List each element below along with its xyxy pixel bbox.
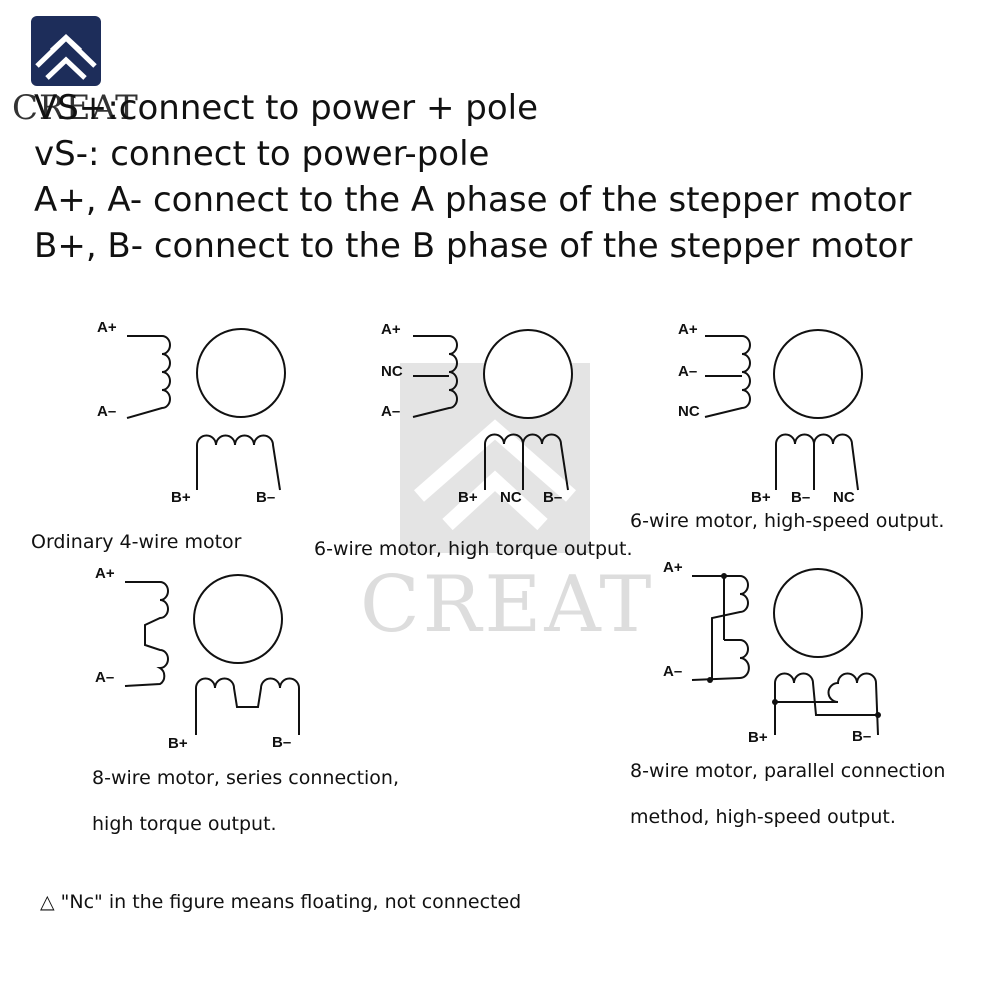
label-b-minus: B– — [272, 734, 291, 751]
label-b-minus: B– — [543, 489, 562, 506]
diagram-4-wire: A+ A– B+ B– — [97, 319, 286, 506]
logo-text: CREAT — [12, 88, 139, 128]
label-nc: NC — [500, 489, 522, 506]
caption-8-wire-parallel-line1: 8-wire motor, parallel connection — [630, 760, 946, 782]
label-nc: NC — [678, 403, 700, 420]
caption-6-wire-high-torque: 6-wire motor, high torque output. — [314, 538, 633, 560]
diagram-8-wire-parallel: A+ A– B+ B– — [663, 559, 881, 746]
label-a-plus: A+ — [663, 559, 683, 576]
label-a-plus: A+ — [678, 321, 698, 338]
label-b-plus: B+ — [168, 735, 188, 752]
label-b-plus: B+ — [171, 489, 191, 506]
creat-logo-icon — [31, 16, 101, 86]
label-a-minus: A– — [678, 363, 697, 380]
label-a-minus: A– — [381, 403, 400, 420]
caption-8-wire-series-line1: 8-wire motor, series connection, — [92, 767, 400, 789]
vs-plus-line: VS+:connect to power + pole — [34, 88, 539, 128]
vs-minus-line: vS-: connect to power-pole — [34, 134, 490, 174]
diagram-8-wire-series: A+ A– B+ B– — [95, 565, 300, 752]
b-phase-line: B+, B- connect to the B phase of the ste… — [34, 226, 913, 266]
label-a-plus: A+ — [95, 565, 115, 582]
label-b-minus: B– — [852, 728, 871, 745]
a-phase-line: A+, A- connect to the A phase of the ste… — [34, 180, 912, 220]
label-a-plus: A+ — [381, 321, 401, 338]
caption-4-wire: Ordinary 4-wire motor — [31, 531, 242, 553]
label-b-plus: B+ — [748, 729, 768, 746]
caption-6-wire-high-speed: 6-wire motor, high-speed output. — [630, 510, 945, 532]
label-nc: NC — [833, 489, 855, 506]
label-a-minus: A– — [97, 403, 116, 420]
diagram-6-wire-high-speed: A+ A– NC B+ B– NC — [678, 321, 863, 506]
label-b-plus: B+ — [458, 489, 478, 506]
diagram-6-wire-high-torque: A+ NC A– B+ NC B– — [381, 321, 573, 506]
watermark-text: CREAT — [360, 560, 655, 650]
footnote-nc: △ "Nc" in the figure means floating, not… — [40, 891, 522, 913]
caption-8-wire-series-line2: high torque output. — [92, 813, 277, 835]
label-nc: NC — [381, 363, 403, 380]
label-b-plus: B+ — [751, 489, 771, 506]
label-b-minus: B– — [791, 489, 810, 506]
label-a-minus: A– — [95, 669, 114, 686]
label-b-minus: B– — [256, 489, 275, 506]
label-a-plus: A+ — [97, 319, 117, 336]
label-a-minus: A– — [663, 663, 682, 680]
caption-8-wire-parallel-line2: method, high-speed output. — [630, 806, 896, 828]
